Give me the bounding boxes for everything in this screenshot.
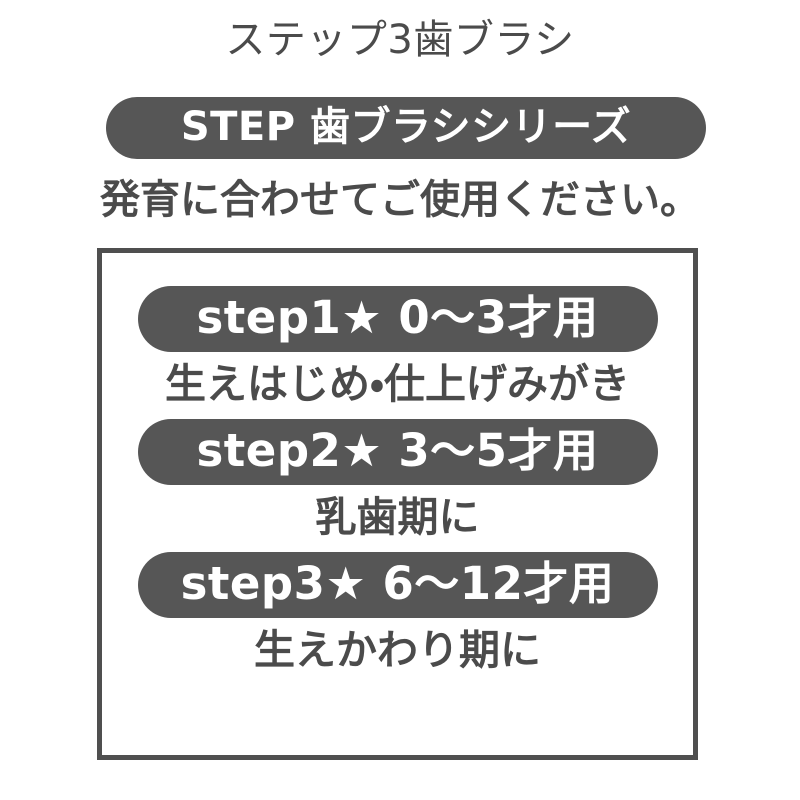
usage-subtitle: 発育に合わせてご使用ください。 bbox=[100, 177, 700, 223]
series-banner-label: STEP 歯ブラシシリーズ bbox=[180, 104, 632, 150]
step-description-3: 生えかわり期に bbox=[254, 626, 541, 675]
step-pill-label-1: step1★ 0〜3才用 bbox=[196, 290, 599, 344]
page-title: ステップ3歯ブラシ bbox=[225, 17, 575, 63]
step-chart-box: step1★ 0〜3才用 生えはじめ・仕上げみがき step2★ 3〜5才用 乳… bbox=[97, 248, 698, 760]
step-group-3: step3★ 6〜12才用 生えかわり期に bbox=[102, 552, 693, 685]
step-pill-3: step3★ 6〜12才用 bbox=[137, 552, 658, 619]
step-pill-label-2: step2★ 3〜5才用 bbox=[196, 423, 599, 477]
step-group-1: step1★ 0〜3才用 生えはじめ・仕上げみがき bbox=[102, 286, 693, 419]
step-list: step1★ 0〜3才用 生えはじめ・仕上げみがき step2★ 3〜5才用 乳… bbox=[102, 253, 693, 755]
series-banner: STEP 歯ブラシシリーズ bbox=[106, 97, 706, 159]
step-group-2: step2★ 3〜5才用 乳歯期に bbox=[102, 419, 693, 552]
step-pill-2: step2★ 3〜5才用 bbox=[137, 419, 658, 486]
step-description-1: 生えはじめ・仕上げみがき bbox=[165, 360, 630, 408]
step-description-2: 乳歯期に bbox=[315, 493, 480, 542]
step-pill-label-3: step3★ 6〜12才用 bbox=[180, 556, 615, 610]
step-pill-1: step1★ 0〜3才用 bbox=[137, 286, 658, 352]
